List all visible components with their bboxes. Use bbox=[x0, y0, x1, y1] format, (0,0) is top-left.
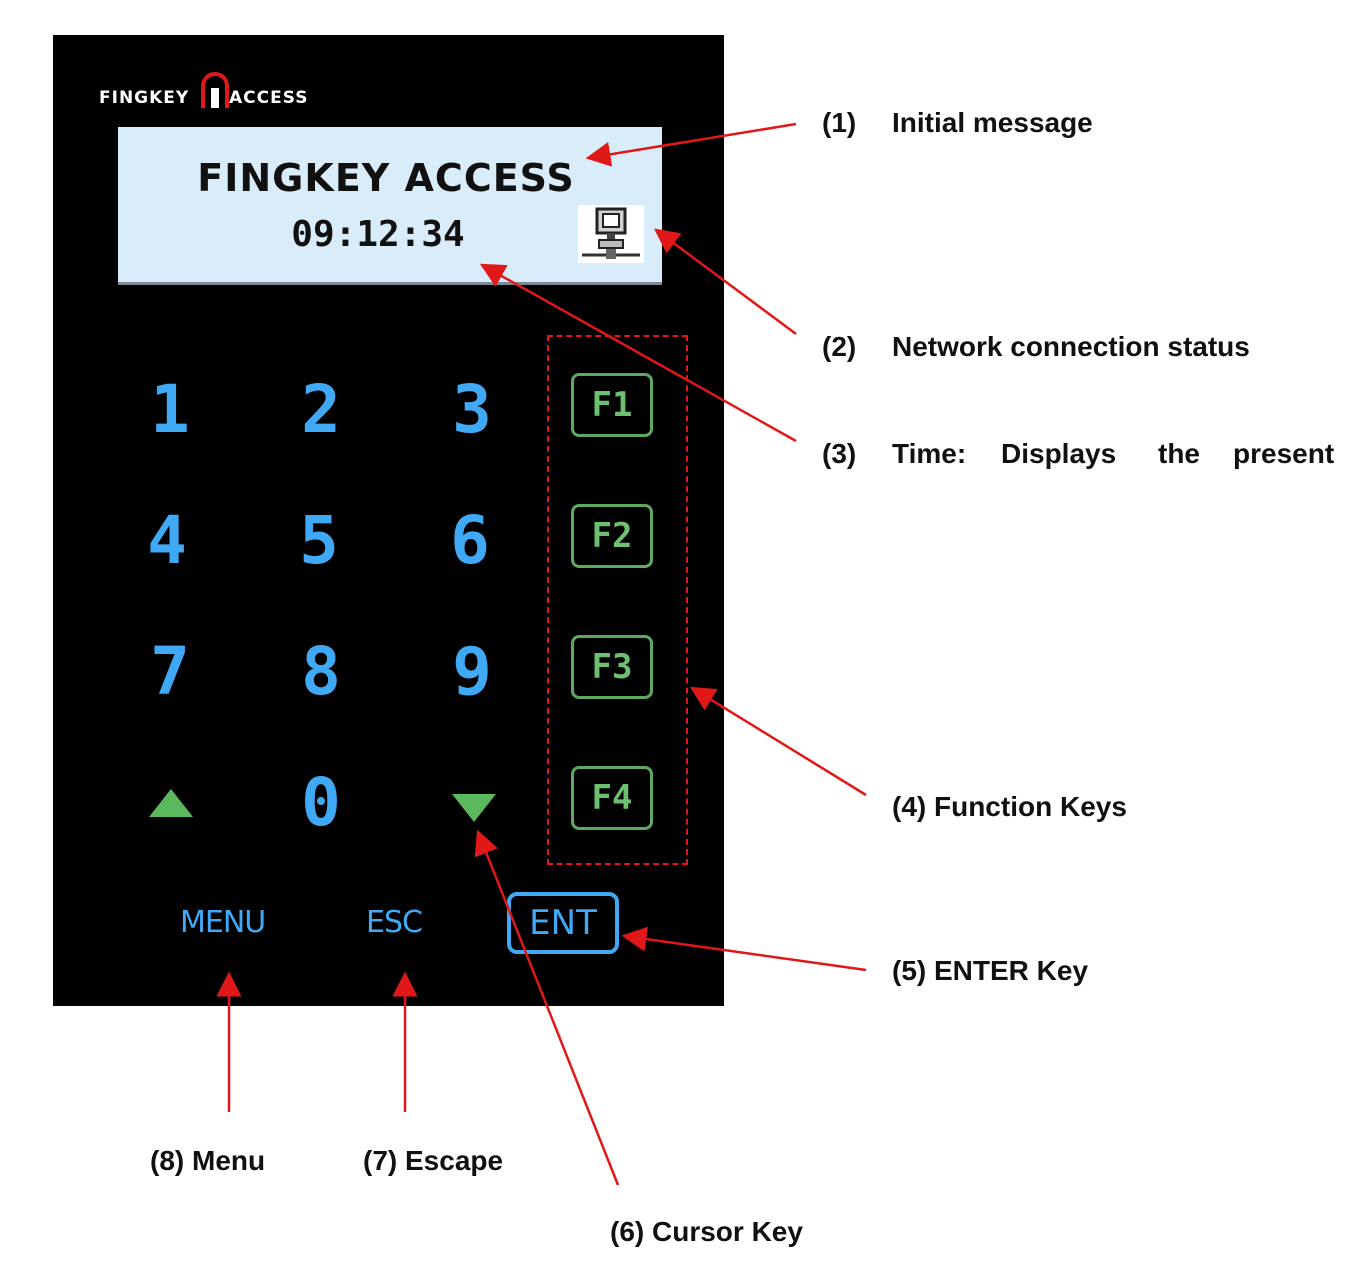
cursor-down-icon[interactable] bbox=[450, 792, 498, 824]
label-3-word-4: present bbox=[1233, 438, 1335, 469]
label-1-number: (1) bbox=[822, 107, 857, 138]
arrow-initial-message bbox=[585, 122, 797, 167]
key-0[interactable]: 0 bbox=[301, 764, 341, 841]
lcd-screen: FINGKEY ACCESS 09:12:34 bbox=[118, 127, 662, 285]
function-keys-group bbox=[547, 335, 688, 865]
logo-text-fingkey: FINGKEY bbox=[99, 88, 190, 108]
label-7: (7) Escape bbox=[363, 1145, 504, 1176]
menu-button[interactable]: MENU bbox=[180, 905, 266, 940]
label-2-number: (2) bbox=[822, 331, 857, 362]
label-3-word-2: Displays bbox=[1001, 438, 1117, 469]
label-2-text: Network connection status bbox=[892, 331, 1250, 362]
key-4[interactable]: 4 bbox=[147, 502, 187, 579]
key-5[interactable]: 5 bbox=[299, 502, 339, 579]
label-6: (6) Cursor Key bbox=[610, 1216, 803, 1247]
label-8: (8) Menu bbox=[150, 1145, 266, 1176]
arrow-time bbox=[479, 263, 797, 443]
esc-button[interactable]: ESC bbox=[366, 905, 423, 940]
key-9[interactable]: 9 bbox=[452, 633, 492, 710]
arrow-function-keys bbox=[689, 686, 867, 797]
cursor-up-icon[interactable] bbox=[147, 787, 195, 819]
key-f1[interactable]: F1 bbox=[571, 373, 653, 437]
label-3-word-3: the bbox=[1158, 438, 1200, 469]
arrow-cursor-key bbox=[474, 829, 620, 1186]
key-f4[interactable]: F4 bbox=[571, 766, 653, 830]
label-1-text: Initial message bbox=[892, 107, 1093, 138]
key-7[interactable]: 7 bbox=[150, 633, 190, 710]
label-3-number: (3) bbox=[822, 438, 857, 469]
label-3-word-1: Time: bbox=[892, 438, 967, 469]
key-2[interactable]: 2 bbox=[301, 371, 341, 448]
arrow-network-status bbox=[653, 228, 797, 336]
lcd-time: 09:12:34 bbox=[291, 214, 465, 255]
label-4: (4) Function Keys bbox=[892, 791, 1127, 822]
logo-text-access: ACCESS bbox=[229, 88, 309, 108]
key-6[interactable]: 6 bbox=[450, 502, 490, 579]
key-1[interactable]: 1 bbox=[150, 371, 190, 448]
key-3[interactable]: 3 bbox=[452, 371, 492, 448]
brand-logo: FINGKEY ACCESS bbox=[99, 68, 339, 112]
network-status-icon bbox=[578, 205, 644, 263]
key-f2[interactable]: F2 bbox=[571, 504, 653, 568]
label-5: (5) ENTER Key bbox=[892, 955, 1089, 986]
enter-button[interactable]: ENT bbox=[507, 892, 619, 954]
key-8[interactable]: 8 bbox=[301, 633, 341, 710]
arrow-enter-key bbox=[621, 926, 867, 972]
logo-arch-icon bbox=[201, 72, 229, 108]
lcd-initial-message: FINGKEY ACCESS bbox=[197, 156, 575, 200]
key-f3[interactable]: F3 bbox=[571, 635, 653, 699]
